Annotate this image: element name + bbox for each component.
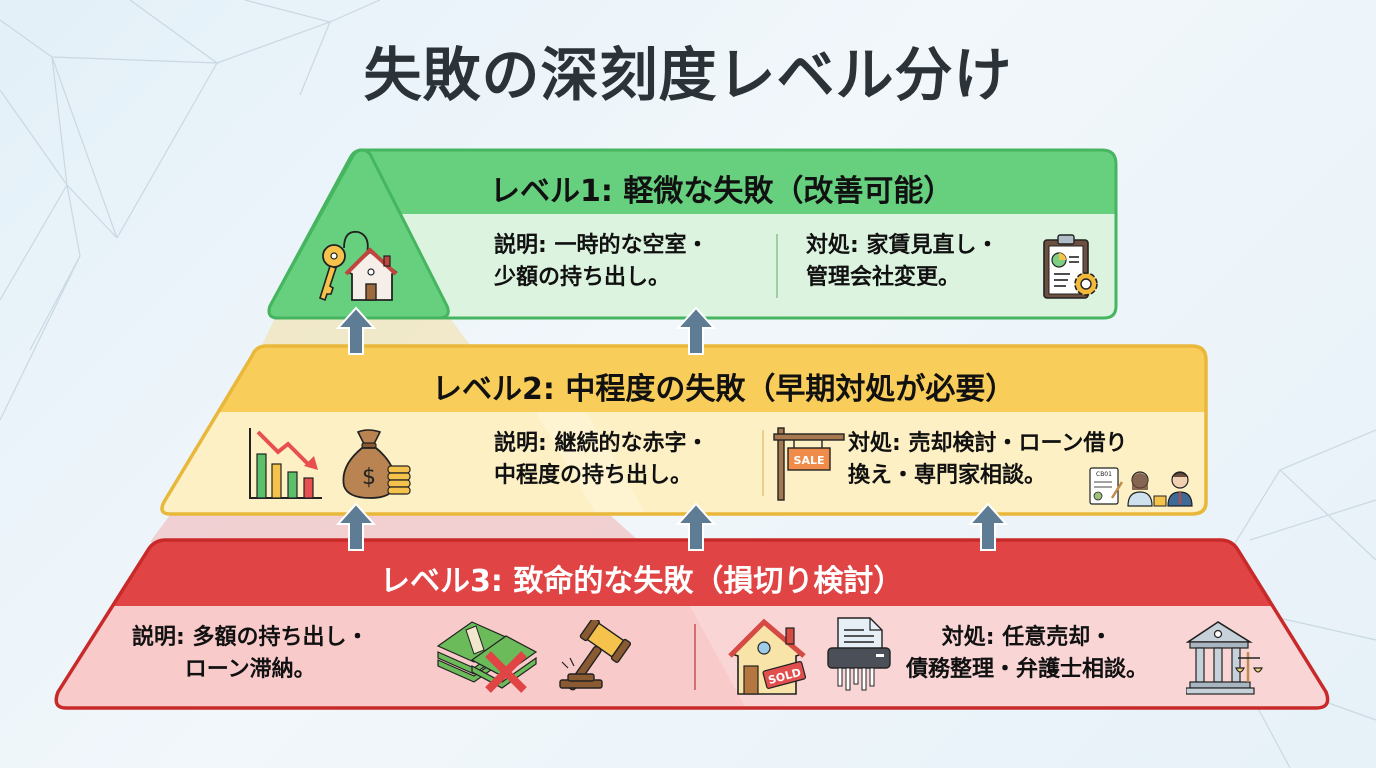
money-bag-icon: $ — [342, 429, 411, 499]
svg-text:$: $ — [362, 465, 376, 490]
arrow-up-icon — [336, 502, 376, 551]
level-2-action-line2: 換え・専門家相談。 — [848, 463, 1047, 488]
level-3-divider — [694, 624, 696, 690]
level-2-action: 対処: 売却検討・ローン借り 換え・専門家相談。 — [848, 428, 1127, 492]
level-3-description: 説明: 多額の持ち出し・ ローン滞納。 — [132, 622, 368, 686]
level-1-divider — [776, 234, 778, 298]
level-1-action-line1: 対処: 家賃見直し・ — [806, 233, 999, 258]
cash-cross-icon — [436, 621, 538, 693]
level-2-description: 説明: 継続的な赤字・ 中程度の持ち出し。 — [494, 428, 708, 492]
level-1-shape — [267, 148, 1118, 320]
level-1-panel: レベル1: 軽微な失敗（改善可能） 説明: 一時的な空室・ 少額の持ち出し。 対… — [262, 146, 1122, 322]
clipboard-gear-icon — [1043, 234, 1098, 299]
gavel-icon — [559, 620, 632, 691]
level-3-action-line1: 対処: 任意売却・ — [941, 625, 1113, 650]
level-1-description-line1: 説明: 一時的な空室・ — [494, 233, 709, 258]
level-2-heading: レベル2: 中程度の失敗（早期対処が必要） — [432, 372, 1016, 407]
level-3-action: 対処: 任意売却・ 債務整理・弁護士相談。 — [906, 622, 1148, 686]
sold-house-icon: SOLD — [728, 618, 807, 695]
level-2-action-line1: 対処: 売却検討・ローン借り — [848, 431, 1128, 456]
key-house-icon — [319, 230, 398, 302]
contract-consultants-icon: CB01 — [1089, 467, 1193, 507]
level-3-description-line2: ローン滞納。 — [184, 657, 316, 682]
svg-text:CB01: CB01 — [1096, 471, 1112, 478]
svg-text:SALE: SALE — [794, 454, 825, 467]
level-3-description-line1: 説明: 多額の持ち出し・ — [132, 625, 369, 650]
level-1-action: 対処: 家賃見直し・ 管理会社変更。 — [806, 230, 998, 294]
sale-sign-icon: SALE — [773, 427, 845, 501]
arrow-up-icon — [676, 306, 716, 355]
courthouse-scales-icon — [1186, 621, 1263, 695]
level-1-description-line2: 少額の持ち出し。 — [494, 265, 671, 290]
page-title: 失敗の深刻度レベル分け — [363, 41, 1013, 109]
arrow-up-icon — [676, 502, 716, 551]
level-1-heading: レベル1: 軽微な失敗（改善可能） — [490, 174, 954, 209]
level-2-description-line1: 説明: 継続的な赤字・ — [494, 431, 709, 456]
arrow-up-icon — [336, 306, 376, 355]
level-3-heading: レベル3: 致命的な失敗（損切り検討） — [380, 564, 904, 599]
arrow-up-icon — [968, 502, 1008, 551]
level-3-panel: レベル3: 致命的な失敗（損切り検討） 説明: 多額の持ち出し・ ローン滞納。 … — [50, 536, 1334, 712]
declining-chart-icon — [249, 428, 322, 499]
shredder-icon — [827, 617, 891, 691]
level-1-action-line2: 管理会社変更。 — [806, 265, 961, 290]
level-2-divider — [762, 430, 764, 496]
level-2-panel: レベル2: 中程度の失敗（早期対処が必要） 説明: 継続的な赤字・ 中程度の持ち… — [156, 342, 1210, 518]
level-1-description: 説明: 一時的な空室・ 少額の持ち出し。 — [494, 230, 708, 294]
level-2-shape — [160, 344, 1208, 516]
level-2-description-line2: 中程度の持ち出し。 — [494, 463, 693, 488]
level-3-action-line2: 債務整理・弁護士相談。 — [906, 657, 1149, 682]
